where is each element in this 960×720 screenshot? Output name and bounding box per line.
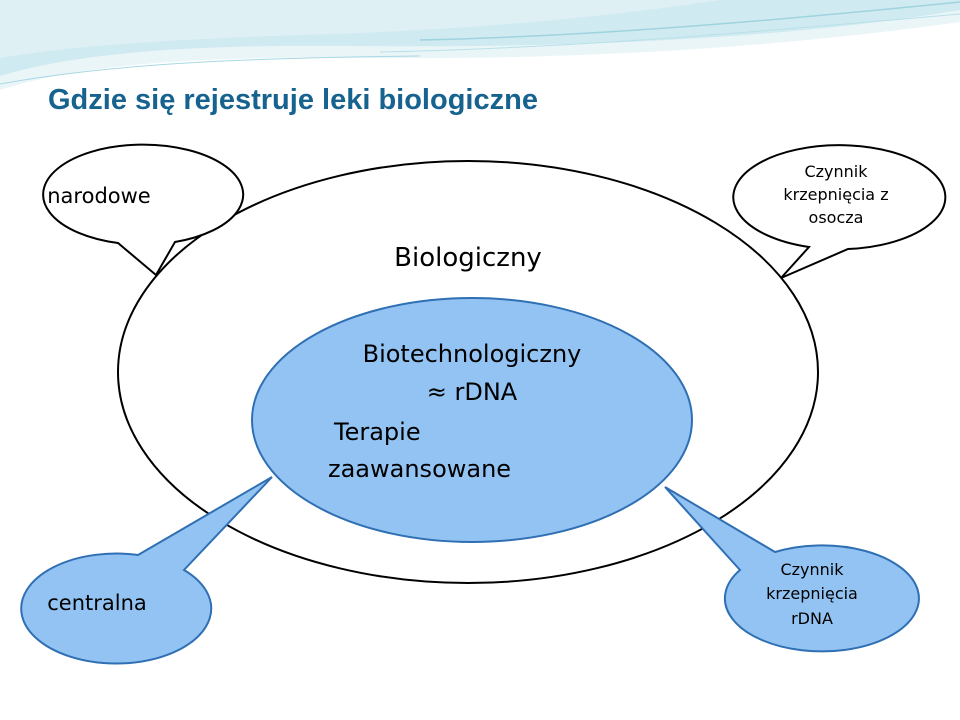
callout-top-left-text: narodowe	[47, 184, 150, 208]
callout-bottom-left: centralna	[20, 476, 273, 665]
callout-bottom-right-line1: Czynnik	[780, 560, 844, 579]
callout-bottom-right-line3: rDNA	[791, 609, 833, 628]
header-wave-decoration	[0, 0, 960, 90]
callout-bottom-right-line2: krzepnięcia	[766, 584, 858, 603]
inner-ellipse-line3: Terapie	[333, 418, 421, 446]
callout-bottom-left-text: centralna	[47, 591, 147, 615]
callout-top-right-line1: Czynnik	[804, 162, 868, 181]
outer-ellipse-label: Biologiczny	[394, 243, 542, 273]
inner-ellipse-line2: ≈ rDNA	[427, 378, 518, 406]
inner-ellipse-biotech	[251, 297, 693, 543]
inner-ellipse-line4: zaawansowane	[328, 455, 511, 483]
callout-top-right-line2: krzepnięcia z	[783, 185, 888, 204]
slide-title: Gdzie się rejestruje leki biologiczne	[48, 84, 538, 116]
callout-top-left: narodowe	[42, 143, 245, 277]
callout-top-right-line3: osocza	[809, 208, 864, 227]
inner-ellipse-line1: Biotechnologiczny	[363, 340, 582, 368]
callout-top-right: Czynnik krzepnięcia z osocza	[732, 144, 947, 279]
callout-bottom-right: Czynnik krzepnięcia rDNA	[664, 486, 920, 653]
